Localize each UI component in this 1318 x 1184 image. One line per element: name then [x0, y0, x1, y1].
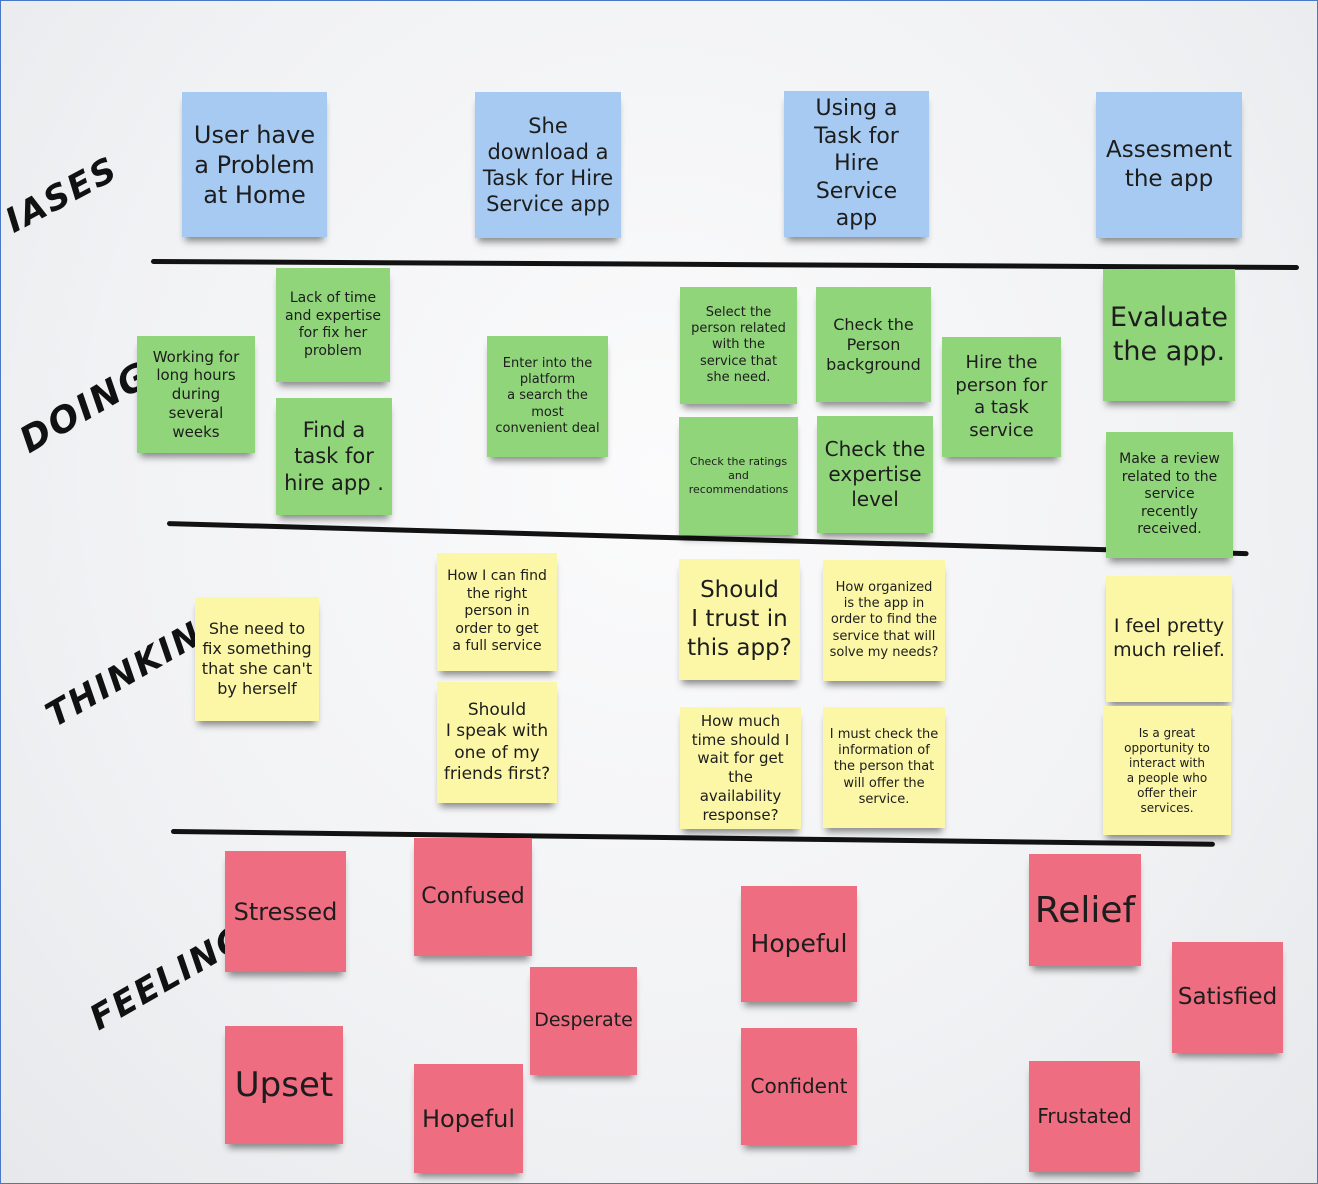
feeling-note-confident: Confident	[741, 1028, 857, 1145]
doing-note-working-hours: Working for long hours during several we…	[137, 336, 255, 453]
doing-note-select-person: Select the person related with the servi…	[680, 287, 797, 404]
thinking-note-how-find: How I can find the right person in order…	[437, 553, 557, 671]
doing-note-lack-of-time: Lack of time and expertise for fix her p…	[276, 268, 390, 382]
feeling-note-hopeful-center: Hopeful	[741, 886, 857, 1002]
doing-note-evaluate-app: Evaluate the app.	[1103, 269, 1235, 401]
thinking-note-must-check: I must check the information of the pers…	[823, 707, 945, 828]
thinking-note-feel-relief: I feel pretty much relief.	[1106, 576, 1232, 702]
feeling-note-satisfied: Satisfied	[1172, 942, 1283, 1053]
feeling-note-relief: Relief	[1029, 854, 1141, 966]
feeling-note-desperate: Desperate	[530, 967, 637, 1075]
thinking-note-how-much-time: How much time should I wait for get the …	[680, 707, 801, 829]
thinking-note-speak-friends: Should I speak with one of my friends fi…	[437, 682, 557, 803]
doing-note-check-background: Check the Person background	[816, 287, 931, 402]
phase-note-assesment: Assesment the app	[1096, 92, 1242, 238]
feeling-note-upset: Upset	[225, 1026, 343, 1144]
feeling-note-hopeful-left: Hopeful	[414, 1064, 523, 1173]
doing-note-hire-person: Hire the person for a task service	[942, 337, 1061, 457]
thinking-note-how-organized: How organized is the app in order to fin…	[823, 560, 945, 681]
feeling-note-confused: Confused	[414, 838, 532, 956]
row-label-phases: IASES	[0, 149, 125, 242]
thinking-note-fix-something: She need to fix something that she can't…	[195, 597, 319, 721]
thinking-note-trust-app: Should I trust in this app?	[679, 559, 800, 680]
doing-note-check-ratings: Check the ratings and recommendations	[679, 417, 798, 535]
phase-note-using-app: Using a Task for Hire Service app	[784, 91, 929, 237]
phase-note-user-problem: User have a Problem at Home	[182, 92, 327, 237]
feeling-note-frustated: Frustated	[1029, 1061, 1140, 1172]
thinking-note-great-opportunity: Is a great opportunity to interact with …	[1103, 706, 1231, 835]
doing-note-make-review: Make a review related to the service rec…	[1106, 432, 1233, 558]
feeling-note-stressed: Stressed	[225, 851, 346, 972]
divider-thinking-feeling	[170, 829, 1215, 847]
phase-note-download-app: She download a Task for Hire Service app	[475, 92, 621, 238]
doing-note-check-expertise: Check the expertise level	[817, 416, 933, 533]
doing-note-enter-platform: Enter into the platform a search the mos…	[487, 336, 608, 457]
doing-note-find-app: Find a task for hire app .	[276, 398, 392, 515]
